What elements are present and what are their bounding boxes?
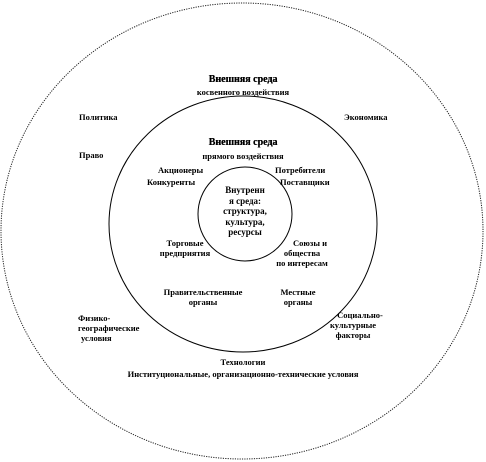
unions-line-1: Союзы и (293, 238, 327, 248)
social-line-2: культурные (329, 320, 377, 330)
physgeo-label: Физико- географические условия (78, 313, 139, 343)
unions-label: Союзы и общества по интересам (262, 238, 342, 268)
politics-label: Политика (79, 112, 118, 122)
social-line-1: Социально- (337, 310, 383, 320)
unions-line-2: общества (283, 248, 321, 258)
internal-environment-label: Внутренн я среда: структура, культура, р… (205, 185, 285, 238)
internal-line-2: я среда: (228, 195, 262, 206)
competitors-label: Конкуренты (147, 177, 196, 187)
inner-circle (197, 166, 293, 262)
trade-line-2: предприятия (159, 248, 211, 258)
technology-label: Технологии (220, 357, 266, 367)
trade-line-1: Торговые (166, 238, 204, 248)
gov-line-2: органы (188, 297, 218, 307)
middle-ring-subtitle: прямого воздействия (202, 151, 284, 161)
economy-label: Экономика (344, 112, 388, 122)
social-line-3: факторы (335, 330, 371, 340)
internal-line-1: Внутренн (225, 185, 265, 195)
trade-enterprises-label: Торговые предприятия (145, 238, 225, 258)
physgeo-line-2: географические (78, 323, 140, 333)
institutional-label: Институциональные, организационно-технич… (127, 369, 359, 379)
social-label: Социально- культурные факторы (318, 310, 388, 340)
unions-line-3: по интересам (276, 258, 328, 268)
local-line-2: органы (283, 297, 313, 307)
shareholders-label: Акционеры (158, 165, 204, 175)
middle-ring-title: Внешняя среда (208, 137, 278, 148)
internal-line-5: ресурсы (228, 227, 262, 237)
internal-line-4: культура, (225, 216, 265, 227)
consumers-label: Потребители (275, 165, 326, 175)
suppliers-label: Поставщики (280, 177, 330, 187)
local-line-1: Местные (280, 287, 316, 297)
internal-line-3: структура, (223, 206, 267, 216)
physgeo-line-3: условия (81, 333, 112, 343)
gov-line-1: Правительственные (163, 287, 243, 297)
local-authorities-label: Местные органы (268, 287, 328, 307)
government-label: Правительственные органы (148, 287, 258, 307)
outer-ring-title: Внешняя среда (208, 74, 278, 85)
law-label: Право (79, 150, 104, 160)
outer-ring-subtitle: косвенного воздействия (196, 87, 290, 97)
physgeo-line-1: Физико- (78, 313, 111, 323)
middle-circle (108, 95, 378, 353)
